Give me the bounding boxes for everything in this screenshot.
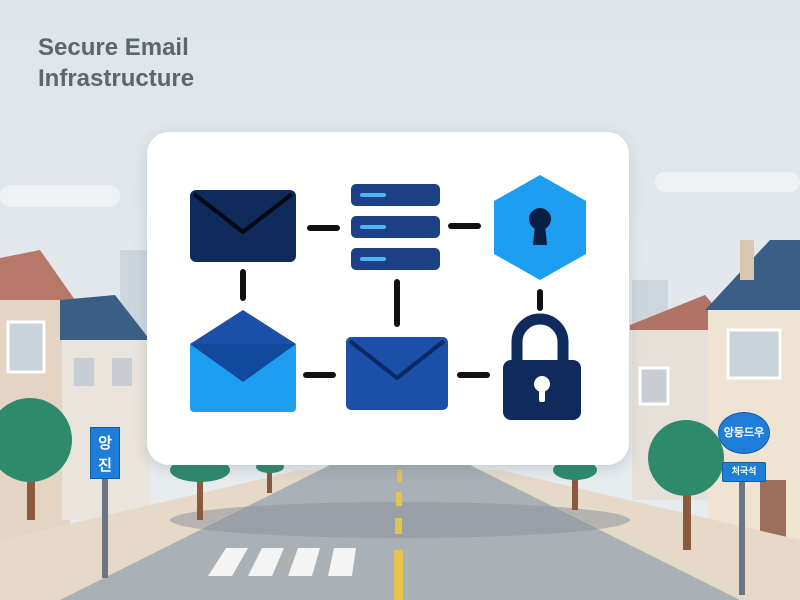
street-sign-plate: 처국석 [722, 462, 766, 482]
sign-text: 앙 [98, 434, 112, 452]
house-window [6, 320, 46, 374]
lane-marking [397, 470, 402, 482]
title-line-1: Secure Email [38, 34, 189, 61]
lane-marking [394, 550, 403, 600]
envelope-closed-icon [346, 337, 448, 410]
diagram-card [147, 132, 629, 465]
street-sign-left: 앙 진 [90, 427, 120, 479]
house-window [112, 358, 132, 386]
cloud [0, 185, 120, 207]
chimney [740, 240, 754, 280]
connector-lines [240, 223, 543, 378]
crosswalk-stripe [208, 548, 248, 576]
house-roof [0, 250, 75, 300]
house-window [726, 328, 782, 380]
crosswalk-stripe [328, 548, 356, 576]
left-sidewalk [0, 470, 330, 600]
padlock-icon [503, 313, 581, 420]
tree-trunk [572, 468, 578, 510]
server-stack-icon [351, 184, 440, 270]
tree-crown [0, 398, 72, 482]
tree-trunk [197, 468, 203, 520]
envelope-open-icon [190, 310, 296, 412]
title-line-2: Infrastructure [38, 65, 195, 92]
sign-pole [102, 478, 108, 578]
lane-marking [396, 492, 402, 506]
tree-trunk [267, 465, 272, 493]
crosswalk-stripe [248, 548, 284, 576]
right-sidewalk [470, 470, 800, 600]
tree-trunk [27, 450, 35, 520]
lane-marking [395, 518, 402, 534]
house-door [760, 480, 786, 542]
keyhole-hexagon-icon [494, 175, 586, 280]
tree-crown [648, 420, 724, 496]
email-security-diagram [190, 175, 586, 420]
crosswalk-stripe [288, 548, 320, 576]
sign-text: 진 [98, 456, 112, 474]
house-window [638, 366, 670, 406]
page-title: Secure Email Infrastructure [38, 32, 194, 94]
tree-trunk [683, 470, 691, 550]
house-window [74, 358, 94, 386]
house-roof [60, 295, 150, 340]
tree-crown [553, 460, 597, 480]
cloud [655, 172, 800, 192]
envelope-closed-icon [190, 190, 296, 262]
street-sign-round: 앙둥드우 [718, 412, 770, 454]
sign-pole [739, 480, 745, 595]
